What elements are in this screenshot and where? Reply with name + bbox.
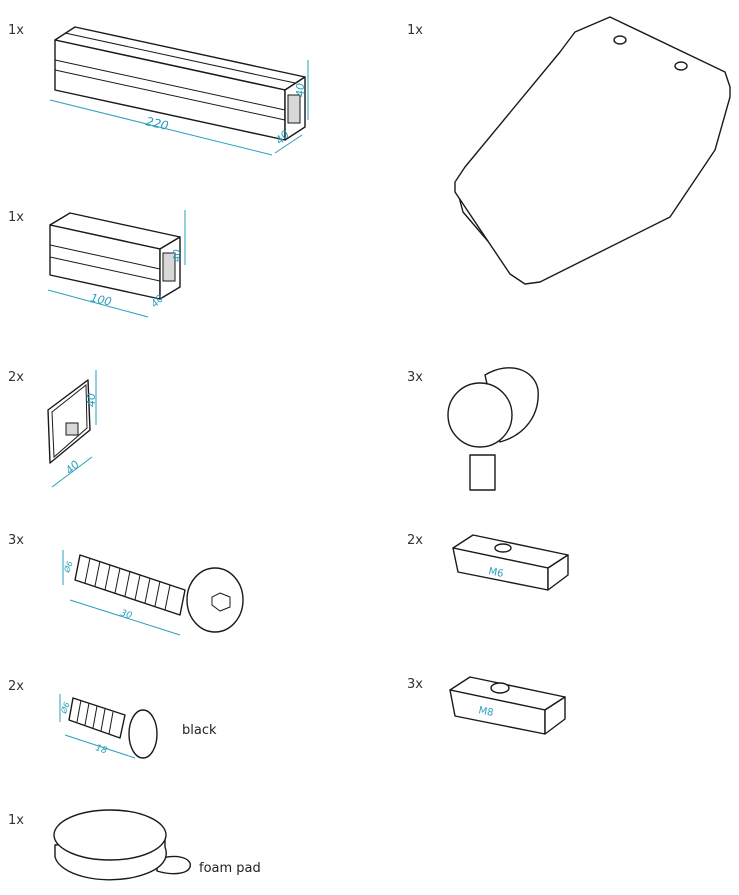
- dim-length-100: 100: [89, 291, 112, 308]
- qty-knob: 3x: [407, 370, 423, 385]
- profile-100-drawing: 100 40 40: [47, 210, 186, 318]
- label-tnut-m8: M8: [477, 705, 494, 719]
- qty-profile-220: 1x: [8, 23, 24, 38]
- qty-plate: 1x: [407, 23, 423, 38]
- dim-height-100: 40: [172, 249, 183, 262]
- plate-drawing: [454, 16, 731, 285]
- dim-length-220: 220: [144, 114, 170, 133]
- qty-profile-100: 1x: [8, 210, 24, 225]
- qty-socket-screw: 3x: [8, 533, 24, 548]
- dim-end-cap-width: 40: [63, 458, 82, 477]
- dim-socket-diameter: Ø6: [61, 560, 75, 575]
- qty-end-cap: 2x: [8, 370, 24, 385]
- note-black: black: [182, 723, 217, 738]
- dim-height-220: 40: [294, 83, 307, 97]
- note-foam-pad: foam pad: [199, 861, 261, 876]
- socket-screw-drawing: Ø6 30: [61, 550, 244, 636]
- dim-countersunk-diameter: Ø6: [58, 701, 72, 716]
- dim-countersunk-length: 18: [94, 743, 108, 756]
- label-tnut-m6: M6: [487, 566, 504, 580]
- tnut-m6-drawing: M6: [452, 534, 569, 591]
- countersunk-screw-drawing: Ø6 18: [58, 694, 158, 759]
- tnut-m8-drawing: M8: [449, 676, 566, 735]
- dim-end-cap-height: 40: [85, 393, 98, 407]
- profile-220-drawing: 220 40 40: [49, 26, 309, 156]
- end-cap-drawing: 40 40: [47, 370, 98, 488]
- knob-drawing: [447, 367, 539, 491]
- dim-socket-length: 30: [119, 608, 133, 621]
- qty-foam-pad: 1x: [8, 813, 24, 828]
- qty-tnut-m8: 3x: [407, 677, 423, 692]
- foam-pad-drawing: [53, 809, 191, 881]
- qty-tnut-m6: 2x: [407, 533, 423, 548]
- qty-countersunk-screw: 2x: [8, 679, 24, 694]
